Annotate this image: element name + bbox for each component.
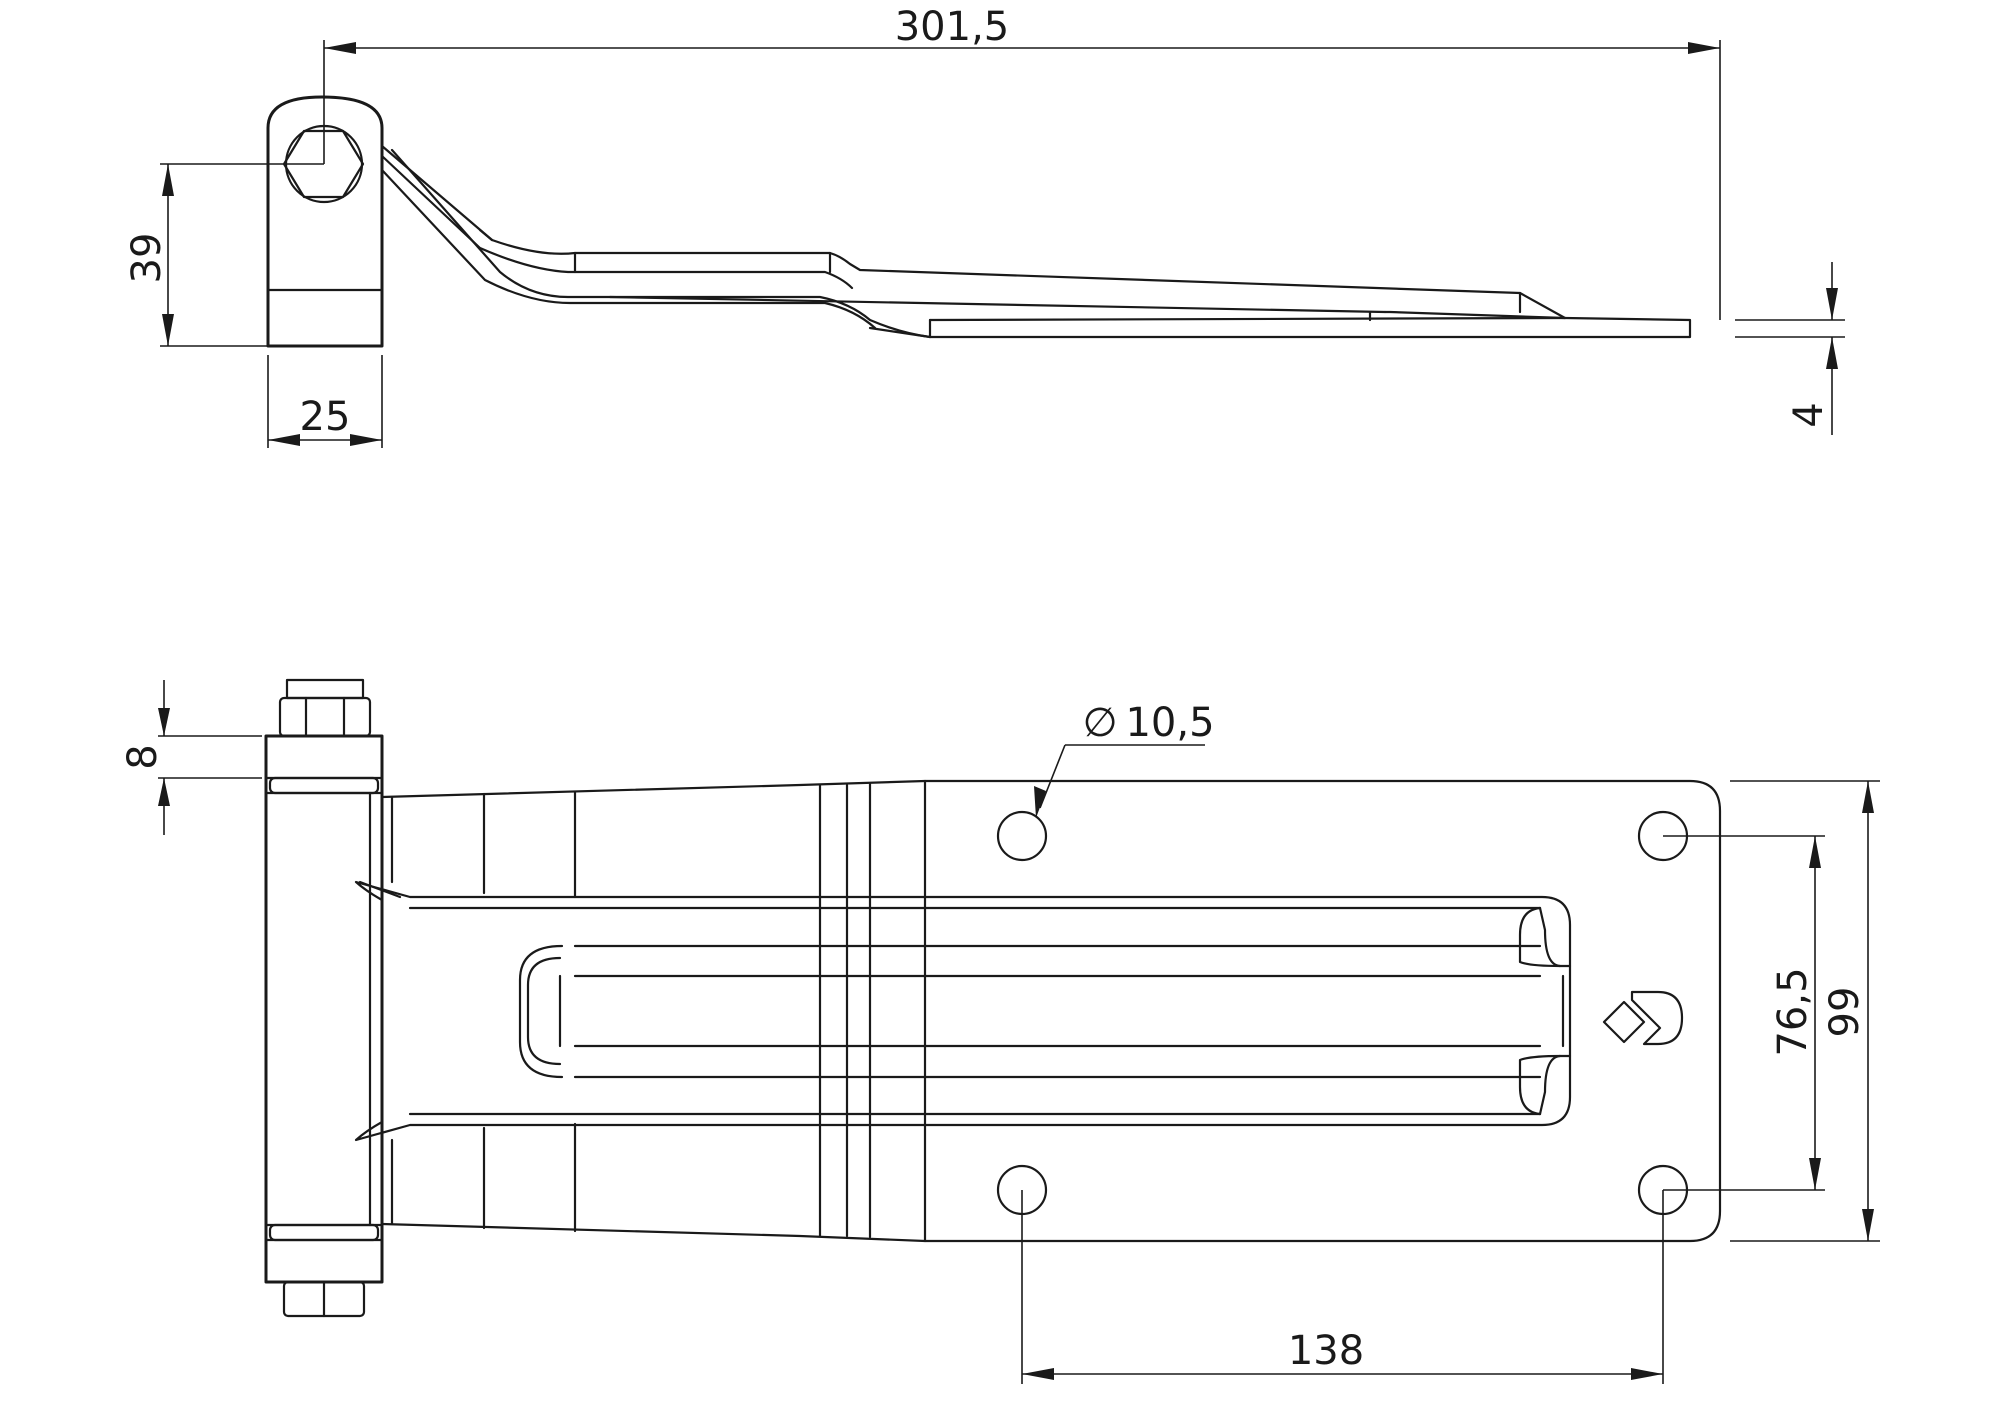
plan-view: 8 ∅ 10,5 76,5 99 (120, 678, 1880, 1384)
dim-text-nut-offset: 8 (120, 744, 166, 769)
dim-text-hole-diameter: 10,5 (1125, 700, 1214, 746)
bottom-nut (282, 1280, 366, 1318)
dimension-hole-pitch-horizontal: 138 (1021, 1190, 1664, 1384)
dimension-hole-diameter: ∅ 10,5 (1034, 700, 1215, 818)
top-nut (278, 678, 372, 738)
dim-text-overall-length: 301,5 (895, 4, 1010, 50)
dim-text-hole-pitch-vertical: 76,5 (1770, 967, 1816, 1056)
dim-text-hole-pitch-horizontal: 138 (1288, 1328, 1364, 1374)
dim-text-plate-thickness: 4 (1786, 402, 1832, 427)
manufacturer-logo (1602, 990, 1684, 1046)
dim-text-diameter-symbol: ∅ (1083, 700, 1118, 746)
dim-text-plate-width: 99 (1822, 987, 1868, 1038)
dimension-overall-length: 301,5 (323, 4, 1721, 320)
side-view: 301,5 39 25 4 (124, 4, 1845, 448)
hinge-eye-block (266, 95, 384, 348)
mounting-hole (996, 810, 1048, 862)
hinge-arm (380, 144, 1692, 339)
hinge-knuckle (264, 734, 384, 1284)
dimension-plate-width: 99 (1730, 780, 1880, 1242)
dim-text-eye-height: 39 (124, 233, 170, 284)
dimension-hole-pitch-vertical: 76,5 (1663, 835, 1825, 1191)
dimension-nut-offset: 8 (120, 680, 262, 835)
hinge-arm-plan (380, 779, 1722, 1243)
dimension-plate-thickness: 4 (1735, 262, 1845, 435)
dim-text-eye-width: 25 (300, 394, 351, 440)
stiffening-ribs (354, 880, 1572, 1142)
dimension-eye-height: 39 (124, 163, 324, 347)
dimension-eye-width: 25 (267, 355, 383, 448)
